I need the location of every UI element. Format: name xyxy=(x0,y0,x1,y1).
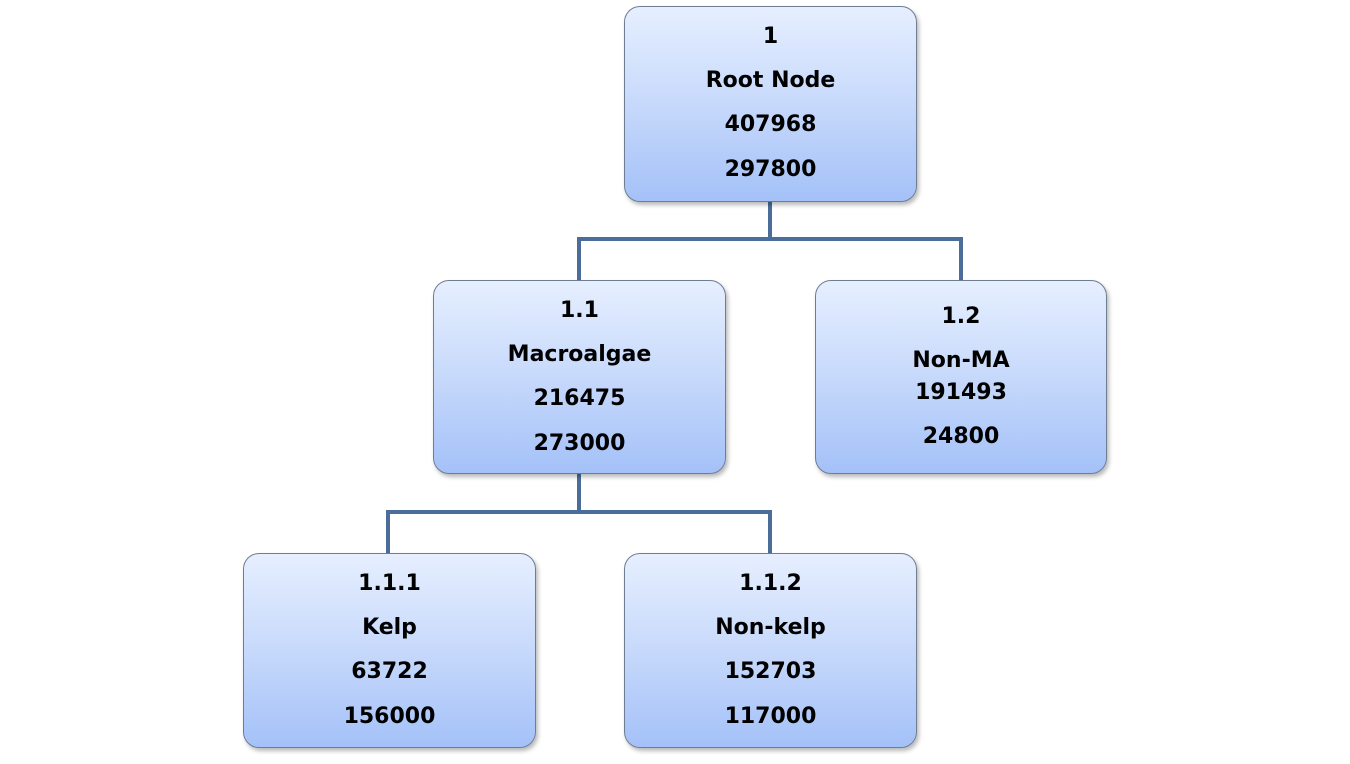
node-label: Non-kelp xyxy=(715,615,826,640)
node-value-b: 297800 xyxy=(724,157,817,182)
node-macroalgae: 1.1 Macroalgae 216475 273000 xyxy=(433,280,726,474)
node-id: 1.1.1 xyxy=(358,571,421,596)
node-value-a: 191493 xyxy=(915,380,1007,405)
node-root: 1 Root Node 407968 297800 xyxy=(624,6,917,202)
node-value-b: 273000 xyxy=(533,431,626,456)
node-non-ma: 1.2 Non-MA 191493 24800 xyxy=(815,280,1107,474)
node-label: Root Node xyxy=(705,68,836,93)
node-id: 1.1.2 xyxy=(739,571,802,596)
node-kelp: 1.1.1 Kelp 63722 156000 xyxy=(243,553,536,748)
connector-macroalgae-to-children xyxy=(386,474,772,553)
node-value-b: 24800 xyxy=(922,424,1000,449)
node-value-a: 216475 xyxy=(533,386,626,411)
node-label: Macroalgae xyxy=(507,342,652,367)
node-id: 1.2 xyxy=(941,304,981,329)
node-value-a: 152703 xyxy=(724,659,817,684)
node-id: 1.1 xyxy=(560,298,599,323)
node-non-kelp: 1.1.2 Non-kelp 152703 117000 xyxy=(624,553,917,748)
node-value-a: 63722 xyxy=(351,659,428,684)
node-id: 1 xyxy=(762,24,779,49)
node-label: Kelp xyxy=(362,615,417,640)
node-value-b: 117000 xyxy=(724,704,817,729)
node-value-b: 156000 xyxy=(343,704,436,729)
node-label: Non-MA xyxy=(912,348,1010,373)
node-value-a: 407968 xyxy=(724,112,817,137)
connector-root-to-children xyxy=(577,202,963,280)
